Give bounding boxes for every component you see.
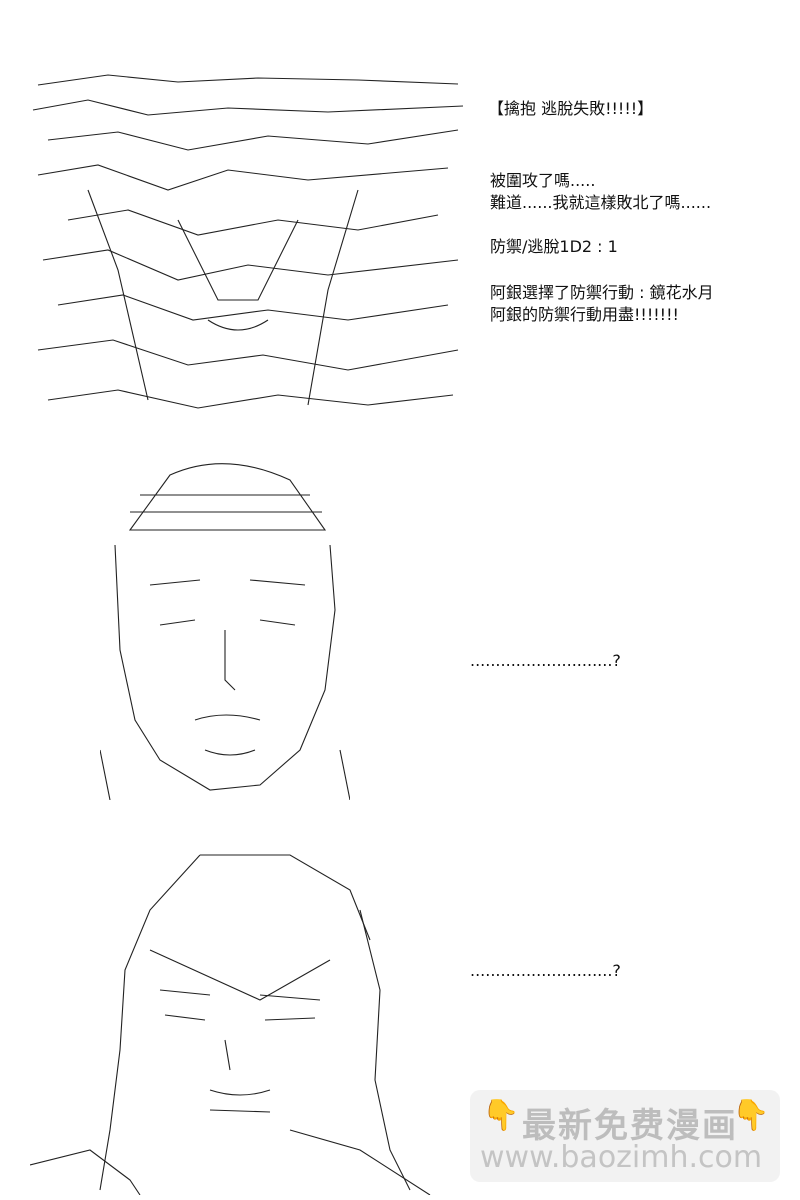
- aa-face-longhair-art: [30, 854, 431, 1195]
- aa-crowd-art: [32, 74, 464, 409]
- watermark-url: www.baozimh.com: [480, 1140, 763, 1175]
- panel1-line-1: 【擒抱 逃脫失敗!!!!!】: [488, 99, 654, 118]
- aa-face-beanie-art: [100, 463, 350, 800]
- panel1-line-2: 被圍攻了嗎.....: [490, 171, 596, 190]
- panel3-caption: ............................?: [470, 961, 621, 980]
- panel1-line-5: 阿銀選擇了防禦行動 : 鏡花水月: [490, 283, 714, 302]
- watermark: 👇 最新免费漫画 👇 www.baozimh.com: [470, 1090, 780, 1182]
- panel1-line-6: 阿銀的防禦行動用盡!!!!!!!: [490, 305, 679, 324]
- panel1-line-3: 難道......我就這樣敗北了嗎......: [490, 193, 712, 212]
- panel2-caption: ............................?: [470, 651, 621, 670]
- watermark-text: 最新免费漫画: [522, 1106, 738, 1146]
- pointing-down-hand-icon: 👇: [732, 1098, 770, 1133]
- panel1-line-4: 防禦/逃脫1D2 : 1: [490, 237, 618, 256]
- pointing-down-hand-icon: 👇: [482, 1098, 520, 1133]
